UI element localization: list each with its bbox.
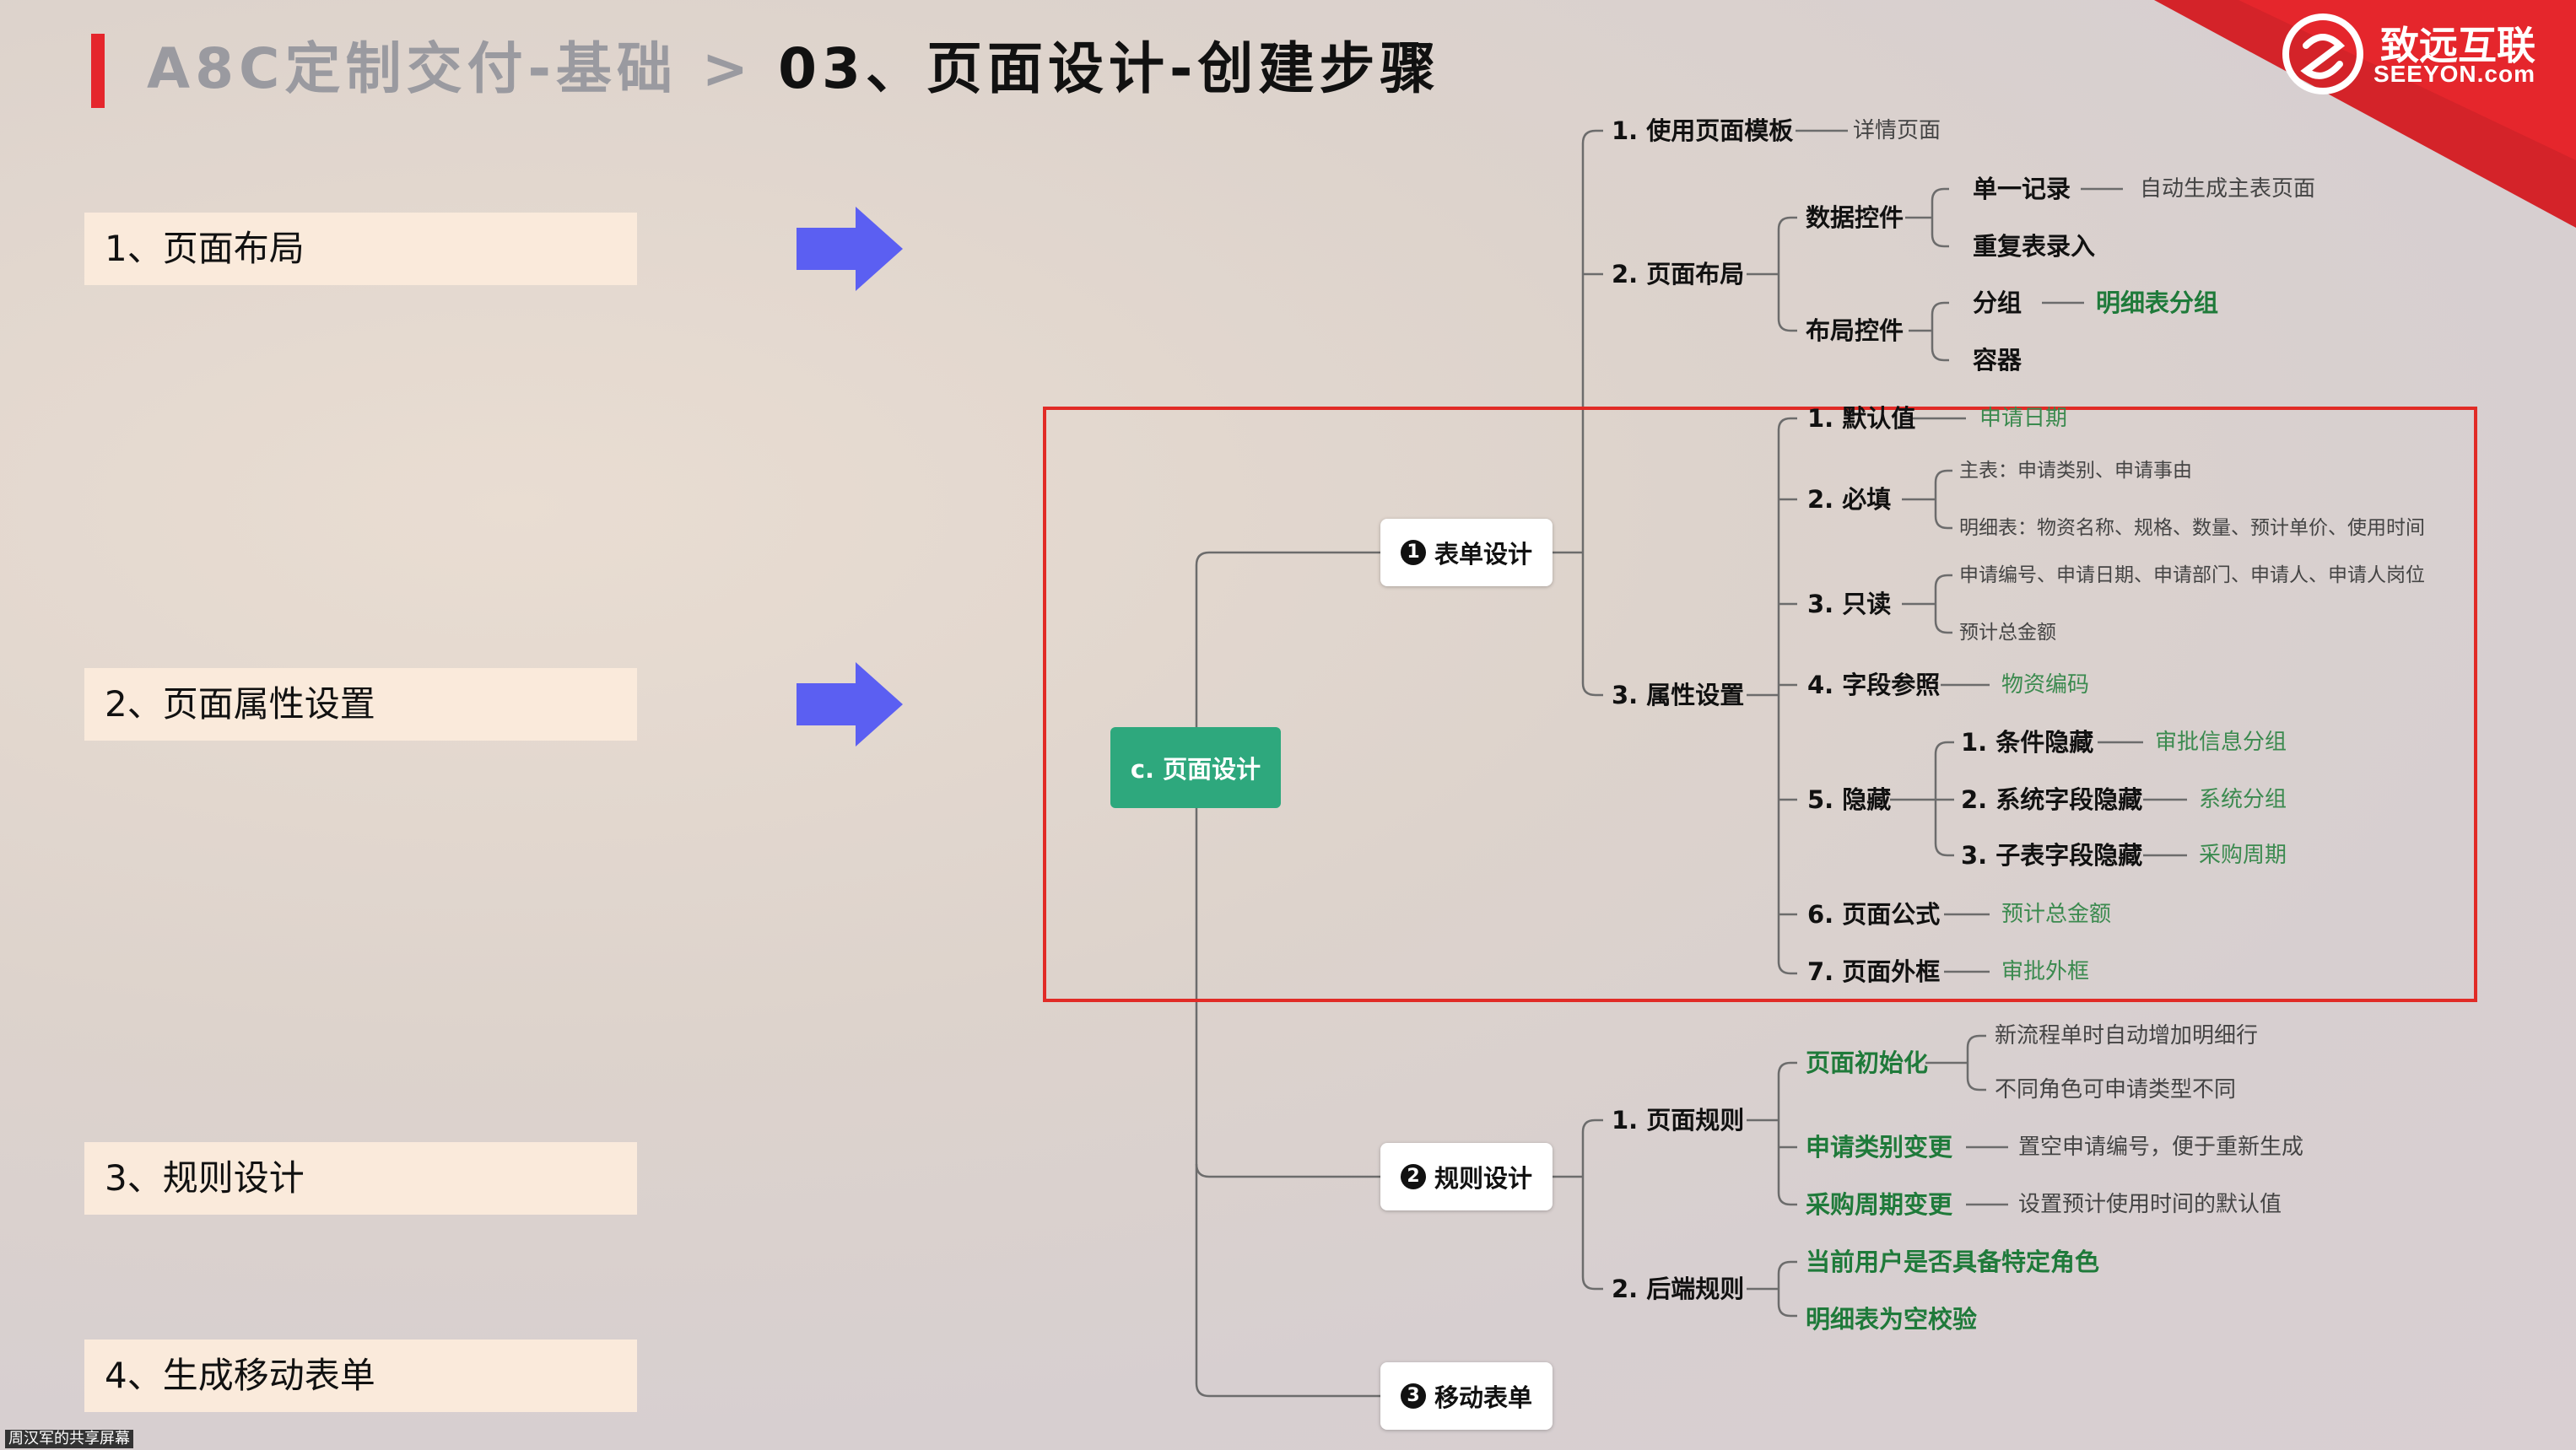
node-single-record: 单一记录	[1973, 175, 2071, 203]
title-main: 03、页面设计-创建步骤	[778, 36, 1441, 101]
leaf-readonly-total: 预计总金额	[1959, 622, 2056, 644]
leaf-system-group: 系统分组	[2199, 787, 2287, 812]
step-page-layout: 1、页面布局	[84, 213, 637, 285]
page-title: A8C定制交付-基础 > 03、页面设计-创建步骤	[147, 29, 1440, 110]
leaf-required-main: 主表：申请类别、申请事由	[1959, 460, 2192, 482]
leaf-required-detail: 明细表：物资名称、规格、数量、预计单价、使用时间	[1959, 517, 2425, 539]
step-page-properties: 2、页面属性设置	[84, 668, 637, 741]
node-mobile-form: 3 移动表单	[1380, 1362, 1553, 1430]
node-hide: 5. 隐藏	[1807, 785, 1892, 814]
step-rule-design: 3、规则设计	[84, 1142, 637, 1215]
title-prefix: A8C定制交付-基础 >	[147, 36, 779, 101]
node-system-field-hide: 2. 系统字段隐藏	[1961, 785, 2143, 814]
node-conditional-hide: 1. 条件隐藏	[1961, 728, 2094, 757]
leaf-approval-frame: 审批外框	[2001, 959, 2090, 984]
node-page-layout: 2. 页面布局	[1612, 260, 1745, 288]
number-badge-icon: 1	[1400, 540, 1426, 565]
leaf-auto-main-page: 自动生成主表页面	[2140, 176, 2316, 202]
node-default-value: 1. 默认值	[1807, 404, 1916, 433]
node-form-design: 1 表单设计	[1380, 519, 1553, 586]
node-rule-design: 2 规则设计	[1380, 1143, 1553, 1210]
logo-cn: 致远互联	[2380, 23, 2535, 68]
leaf-estimated-total: 预计总金额	[2001, 902, 2112, 927]
leaf-clear-number: 置空申请编号，便于重新生成	[2018, 1135, 2304, 1160]
node-page-frame: 7. 页面外框	[1807, 957, 1941, 986]
node-property-settings: 3. 属性设置	[1612, 681, 1745, 709]
highlight-frame	[1043, 407, 2477, 1002]
screen-share-label: 周汉军的共享屏幕	[5, 1430, 133, 1448]
leaf-role-type: 不同角色可申请类型不同	[1995, 1077, 2237, 1102]
node-empty-check: 明细表为空校验	[1806, 1305, 1978, 1334]
leaf-detail-page: 详情页面	[1853, 118, 1941, 143]
seeyon-logo-icon	[2282, 13, 2363, 94]
node-period-change: 采购周期变更	[1806, 1190, 1953, 1219]
node-use-template: 1. 使用页面模板	[1612, 116, 1794, 145]
node-data-controls: 数据控件	[1806, 203, 1904, 232]
node-rule-design-label: 规则设计	[1434, 1164, 1532, 1193]
node-backend-rules: 2. 后端规则	[1612, 1275, 1745, 1303]
node-field-reference: 4. 字段参照	[1807, 671, 1941, 699]
arrow-right-icon	[797, 662, 903, 747]
title-accent-bar	[91, 34, 105, 108]
node-role-check: 当前用户是否具备特定角色	[1806, 1248, 2100, 1276]
node-layout-controls: 布局控件	[1806, 316, 1904, 345]
node-subtable-field-hide: 3. 子表字段隐藏	[1961, 841, 2143, 870]
number-badge-icon: 2	[1400, 1164, 1426, 1189]
arrow-right-icon	[797, 207, 903, 291]
node-required: 2. 必填	[1807, 485, 1892, 514]
step-mobile-form: 4、生成移动表单	[84, 1339, 637, 1412]
leaf-purchase-cycle: 采购周期	[2199, 843, 2287, 868]
node-page-rules: 1. 页面规则	[1612, 1106, 1745, 1135]
node-page-init: 页面初始化	[1806, 1048, 1929, 1077]
node-form-design-label: 表单设计	[1434, 540, 1532, 569]
node-page-formula: 6. 页面公式	[1807, 900, 1941, 929]
leaf-readonly-fields: 申请编号、申请日期、申请部门、申请人、申请人岗位	[1959, 564, 2425, 586]
leaf-approval-group: 审批信息分组	[2155, 730, 2287, 755]
leaf-detail-table-group: 明细表分组	[2096, 288, 2219, 317]
node-type-change: 申请类别变更	[1806, 1133, 1953, 1162]
logo-en: SEEYON.com	[2373, 61, 2535, 87]
node-readonly: 3. 只读	[1807, 590, 1892, 618]
number-badge-icon: 3	[1400, 1383, 1426, 1409]
node-container: 容器	[1973, 346, 2022, 375]
node-group: 分组	[1973, 288, 2022, 317]
leaf-apply-date: 申请日期	[1979, 406, 2068, 431]
leaf-set-default-time: 设置预计使用时间的默认值	[2018, 1192, 2282, 1217]
node-mobile-form-label: 移动表单	[1434, 1383, 1532, 1412]
node-repeat-entry: 重复表录入	[1973, 232, 2096, 261]
leaf-auto-add-detail: 新流程单时自动增加明细行	[1995, 1023, 2259, 1048]
root-node-page-design: c. 页面设计	[1110, 727, 1281, 808]
leaf-material-code: 物资编码	[2001, 672, 2090, 698]
